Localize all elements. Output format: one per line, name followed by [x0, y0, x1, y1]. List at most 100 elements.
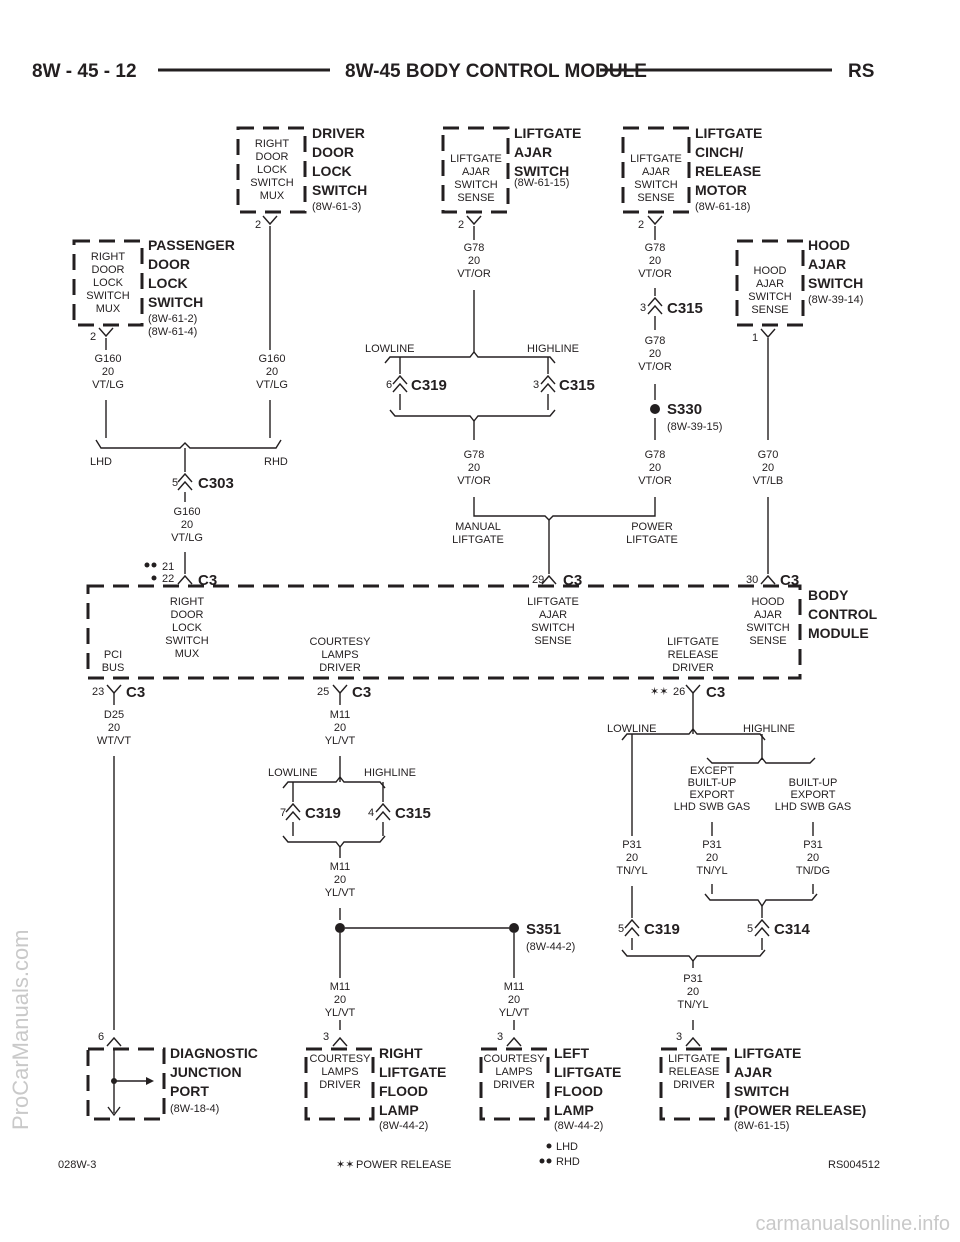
lhd-label: LHD: [90, 456, 112, 468]
power-release-ref: (8W-61-15): [734, 1120, 789, 1132]
c319a-connector: C319: [411, 377, 447, 394]
lowline-label-1: LOWLINE: [365, 343, 415, 355]
legend-asterisks: ✶✶: [336, 1159, 354, 1171]
passenger-switch-ref: (8W-61-2)(8W-61-4): [148, 313, 197, 338]
c315c-connector: C315: [395, 805, 431, 822]
legend-rhd: RHD: [556, 1156, 580, 1168]
watermark-side: ProCarManuals.com: [8, 929, 33, 1130]
model-code: RS: [848, 61, 874, 82]
hood-switch-pin-number: 1: [752, 332, 758, 344]
c315b-pin: 3: [640, 302, 646, 314]
c3c-pin: 30: [746, 574, 758, 586]
lowline-label-3: LOWLINE: [607, 723, 657, 735]
highline-label-2: HIGHLINE: [364, 767, 416, 779]
left-flood-pin-number: 3: [497, 1031, 503, 1043]
lowline-label-2: LOWLINE: [268, 767, 318, 779]
right-flood-pin-number: 3: [323, 1031, 329, 1043]
cinch-motor-ref: (8W-61-18): [695, 201, 750, 213]
c3d-pin: 23: [92, 686, 104, 698]
c3c-connector: C3: [780, 572, 799, 589]
highline-label-1: HIGHLINE: [527, 343, 579, 355]
s351-splice-dot: [509, 923, 519, 933]
right-flood-ref: (8W-44-2): [379, 1120, 428, 1132]
c3b-connector: C3: [563, 572, 582, 589]
s351-splice-ref: (8W-44-2): [526, 941, 575, 953]
diag-port-pin-number: 6: [98, 1031, 104, 1043]
c3e-pin: 25: [317, 686, 329, 698]
diag-port-ref: (8W-18-4): [170, 1103, 219, 1115]
footer-figure-code: 028W-3: [58, 1159, 96, 1171]
hood-switch-ref: (8W-39-14): [808, 294, 863, 306]
legend-lhd: LHD: [556, 1141, 578, 1153]
c319c-pin: 5: [618, 923, 624, 935]
s330-splice-ref: (8W-39-15): [667, 421, 722, 433]
page-number: 8W - 45 - 12: [32, 61, 137, 82]
driver-switch-pin-number: 2: [255, 219, 261, 231]
power-release-pin-number: 3: [676, 1031, 682, 1043]
page-title: 8W-45 BODY CONTROL MODULE: [345, 61, 647, 82]
legend: LHD RHD ✶✶ POWER RELEASE: [336, 1141, 580, 1171]
page-header: 8W - 45 - 12 8W-45 BODY CONTROL MODULE R…: [32, 61, 874, 82]
cinch-motor-pin-number: 2: [638, 219, 644, 231]
watermark-bottom: carmanualsonline.info: [755, 1213, 950, 1235]
driver-switch-ref: (8W-61-3): [312, 201, 361, 213]
c303-pin: 5: [172, 477, 178, 489]
c3b-pin: 29: [532, 574, 544, 586]
c315a-connector: C315: [559, 377, 595, 394]
c319b-pin: 7: [280, 807, 286, 819]
s351-splice-label: S351: [526, 921, 561, 938]
c314-connector: C314: [774, 921, 811, 938]
c3f-connector: C3: [706, 684, 725, 701]
c3d-connector: C3: [126, 684, 145, 701]
c319a-pin: 6: [386, 379, 392, 391]
c315b-connector: C315: [667, 300, 703, 317]
c3f-pin: 26: [673, 686, 685, 698]
